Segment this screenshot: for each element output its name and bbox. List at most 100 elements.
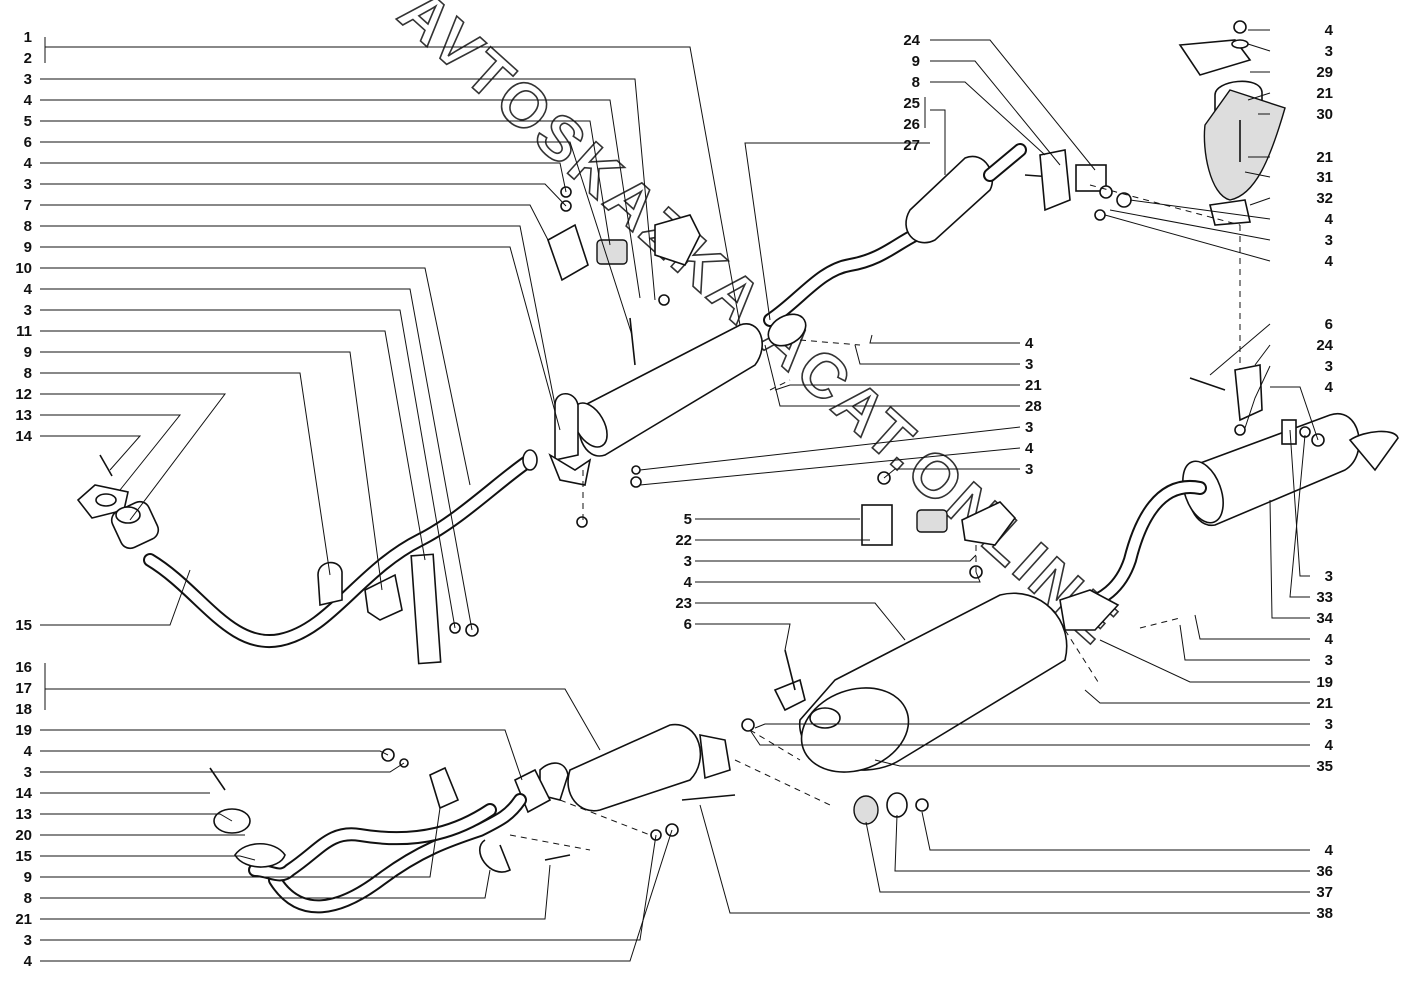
callout-21: 21 bbox=[1316, 85, 1333, 102]
rubber-hanger-stack bbox=[1178, 20, 1286, 370]
callout-3: 3 bbox=[1025, 419, 1033, 436]
hanger-right-top bbox=[1039, 149, 1132, 221]
callout-13: 13 bbox=[15, 407, 32, 424]
intermediate-silencer bbox=[905, 143, 1053, 244]
callout-23: 23 bbox=[675, 595, 692, 612]
callout-38: 38 bbox=[1316, 905, 1333, 922]
callout-24: 24 bbox=[903, 32, 920, 49]
callout-21: 21 bbox=[1316, 149, 1333, 166]
callout-4: 4 bbox=[24, 953, 33, 970]
callout-21: 21 bbox=[15, 911, 32, 928]
callout-3: 3 bbox=[1025, 356, 1033, 373]
callout-5: 5 bbox=[684, 511, 692, 528]
callout-4: 4 bbox=[1325, 631, 1334, 648]
callout-3: 3 bbox=[1325, 232, 1333, 249]
callout-4: 4 bbox=[24, 743, 33, 760]
callout-30: 30 bbox=[1316, 106, 1333, 123]
callout-9: 9 bbox=[24, 869, 32, 886]
callout-25: 25 bbox=[903, 95, 920, 112]
callout-1: 1 bbox=[24, 29, 32, 46]
callout-3: 3 bbox=[684, 553, 692, 570]
callout-5: 5 bbox=[24, 113, 32, 130]
callout-21: 21 bbox=[1025, 377, 1042, 394]
main-silencer bbox=[681, 471, 1068, 825]
callout-19: 19 bbox=[1316, 674, 1333, 691]
callout-group-mid-right: 4 3 21 28 3 4 3 bbox=[1025, 335, 1042, 478]
callout-4: 4 bbox=[24, 281, 33, 298]
callout-16: 16 bbox=[15, 659, 32, 676]
callout-28: 28 bbox=[1025, 398, 1042, 415]
callout-8: 8 bbox=[24, 890, 32, 907]
callout-34: 34 bbox=[1316, 610, 1333, 627]
callout-36: 36 bbox=[1316, 863, 1333, 880]
callout-6: 6 bbox=[1325, 316, 1333, 333]
callout-4: 4 bbox=[1025, 440, 1034, 457]
watermark-text: AVTOSKAZKA.ACAT.ONLINE bbox=[386, 0, 1132, 659]
callout-26: 26 bbox=[903, 116, 920, 133]
front-pipe-flange-upper bbox=[76, 454, 160, 550]
mid-pipe-to-silencer bbox=[763, 228, 922, 347]
callout-9: 9 bbox=[24, 344, 32, 361]
callout-4: 4 bbox=[1025, 335, 1034, 352]
callout-group-right: 4329213021313243462434333344319213435436… bbox=[1316, 22, 1333, 922]
callout-33: 33 bbox=[1316, 589, 1333, 606]
callout-3: 3 bbox=[24, 71, 32, 88]
callout-22: 22 bbox=[675, 532, 692, 549]
upper-hanger-mid bbox=[547, 186, 701, 366]
callout-4: 4 bbox=[684, 574, 693, 591]
callout-7: 7 bbox=[24, 197, 32, 214]
callout-29: 29 bbox=[1316, 64, 1333, 81]
callout-37: 37 bbox=[1316, 884, 1333, 901]
callout-3: 3 bbox=[1325, 716, 1333, 733]
callout-3: 3 bbox=[24, 176, 32, 193]
callout-14: 14 bbox=[15, 785, 32, 802]
callout-20: 20 bbox=[15, 827, 32, 844]
catalytic-converter bbox=[513, 723, 731, 814]
callout-4: 4 bbox=[1325, 379, 1334, 396]
callout-3: 3 bbox=[1325, 568, 1333, 585]
callout-18: 18 bbox=[15, 701, 32, 718]
callout-10: 10 bbox=[15, 260, 32, 277]
callout-15: 15 bbox=[15, 617, 32, 634]
callout-group-left: 1234564378910431198121314151617181943141… bbox=[15, 29, 32, 970]
callout-4: 4 bbox=[1325, 842, 1334, 859]
callout-8: 8 bbox=[24, 365, 32, 382]
callout-12: 12 bbox=[15, 386, 32, 403]
callout-2: 2 bbox=[24, 50, 32, 67]
resonator-mid bbox=[548, 323, 764, 528]
callout-3: 3 bbox=[24, 932, 32, 949]
callout-8: 8 bbox=[912, 74, 920, 91]
callout-17: 17 bbox=[15, 680, 32, 697]
rear-silencer bbox=[1059, 364, 1399, 631]
callout-9: 9 bbox=[912, 53, 920, 70]
callout-4: 4 bbox=[1325, 253, 1334, 270]
callout-3: 3 bbox=[24, 302, 32, 319]
callout-group-mid-top: 24 9 8 25 26 27 bbox=[903, 32, 920, 154]
callout-6: 6 bbox=[684, 616, 692, 633]
pipe-bracket-upper bbox=[317, 553, 479, 665]
callout-13: 13 bbox=[15, 806, 32, 823]
front-pipe-upper bbox=[143, 449, 538, 649]
callout-32: 32 bbox=[1316, 190, 1333, 207]
callout-3: 3 bbox=[1325, 358, 1333, 375]
callout-21: 21 bbox=[1316, 695, 1333, 712]
callout-3: 3 bbox=[24, 764, 32, 781]
callout-3: 3 bbox=[1325, 43, 1333, 60]
front-pipe-lower bbox=[209, 748, 679, 914]
callout-24: 24 bbox=[1316, 337, 1333, 354]
callout-9: 9 bbox=[24, 239, 32, 256]
callout-4: 4 bbox=[1325, 211, 1334, 228]
callout-15: 15 bbox=[15, 848, 32, 865]
callout-35: 35 bbox=[1316, 758, 1333, 775]
callout-8: 8 bbox=[24, 218, 32, 235]
callout-3: 3 bbox=[1325, 652, 1333, 669]
leader-lines bbox=[40, 29, 1319, 962]
callout-4: 4 bbox=[1325, 737, 1334, 754]
callout-4: 4 bbox=[24, 92, 33, 109]
callout-3: 3 bbox=[1025, 461, 1033, 478]
callout-19: 19 bbox=[15, 722, 32, 739]
callout-6: 6 bbox=[24, 134, 32, 151]
callout-31: 31 bbox=[1316, 169, 1333, 186]
callout-27: 27 bbox=[903, 137, 920, 154]
